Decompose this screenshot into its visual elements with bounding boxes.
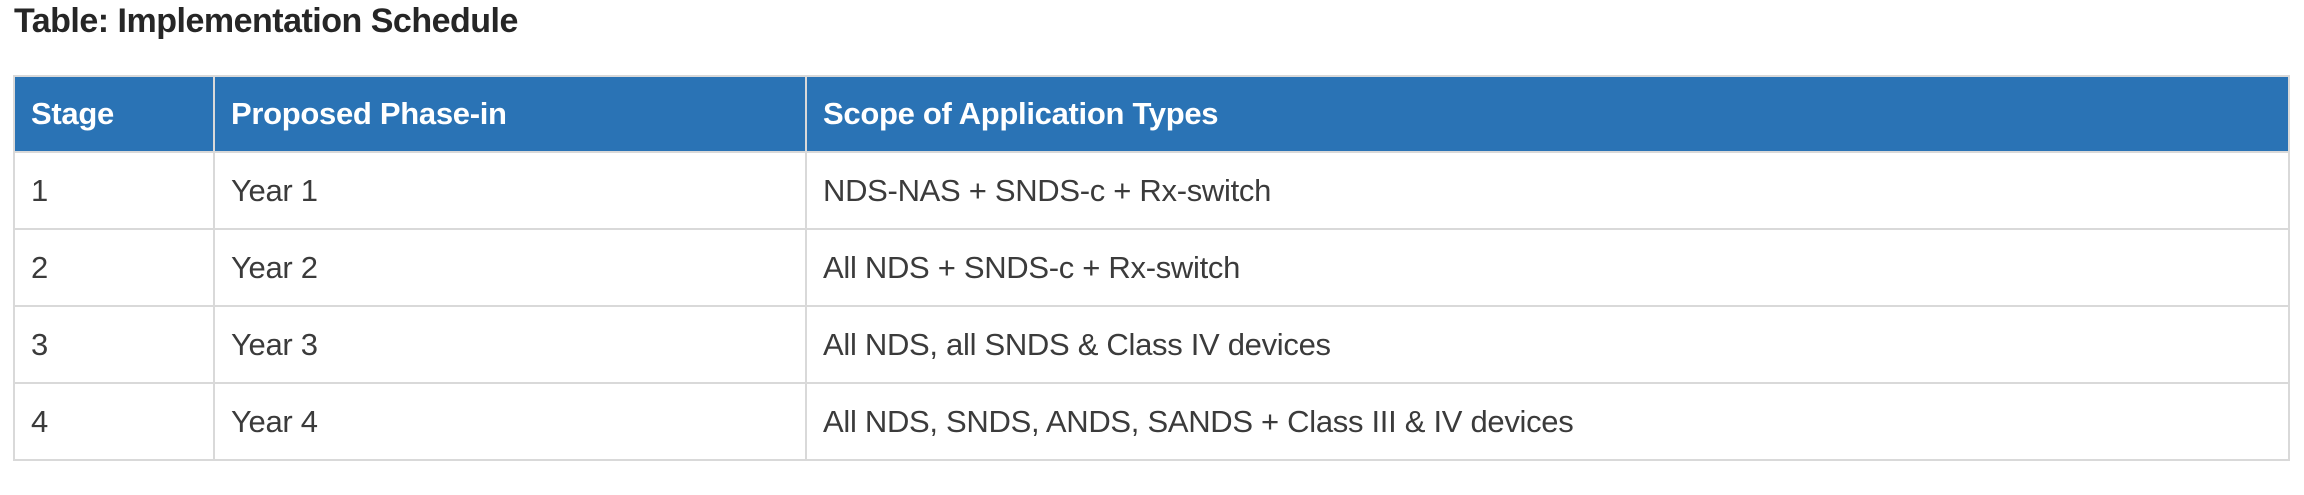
cell-phase-in: Year 1 (213, 151, 807, 230)
cell-stage: 1 (13, 151, 215, 230)
cell-scope: All NDS, SNDS, ANDS, SANDS + Class III &… (805, 382, 2290, 461)
table-row: 2 Year 2 All NDS + SNDS-c + Rx-switch (13, 228, 2290, 307)
column-header-stage: Stage (13, 75, 215, 153)
cell-stage: 4 (13, 382, 215, 461)
cell-phase-in: Year 4 (213, 382, 807, 461)
cell-stage: 3 (13, 305, 215, 384)
column-header-scope: Scope of Application Types (805, 75, 2290, 153)
table-row: 1 Year 1 NDS-NAS + SNDS-c + Rx-switch (13, 151, 2290, 230)
cell-phase-in: Year 2 (213, 228, 807, 307)
table-row: 3 Year 3 All NDS, all SNDS & Class IV de… (13, 305, 2290, 384)
implementation-schedule-table: Stage Proposed Phase-in Scope of Applica… (13, 75, 2290, 461)
cell-scope: NDS-NAS + SNDS-c + Rx-switch (805, 151, 2290, 230)
table-header-row: Stage Proposed Phase-in Scope of Applica… (13, 75, 2290, 153)
cell-scope: All NDS, all SNDS & Class IV devices (805, 305, 2290, 384)
table-row: 4 Year 4 All NDS, SNDS, ANDS, SANDS + Cl… (13, 382, 2290, 461)
cell-scope: All NDS + SNDS-c + Rx-switch (805, 228, 2290, 307)
page-title: Table: Implementation Schedule (14, 2, 518, 40)
cell-phase-in: Year 3 (213, 305, 807, 384)
cell-stage: 2 (13, 228, 215, 307)
column-header-phase-in: Proposed Phase-in (213, 75, 807, 153)
